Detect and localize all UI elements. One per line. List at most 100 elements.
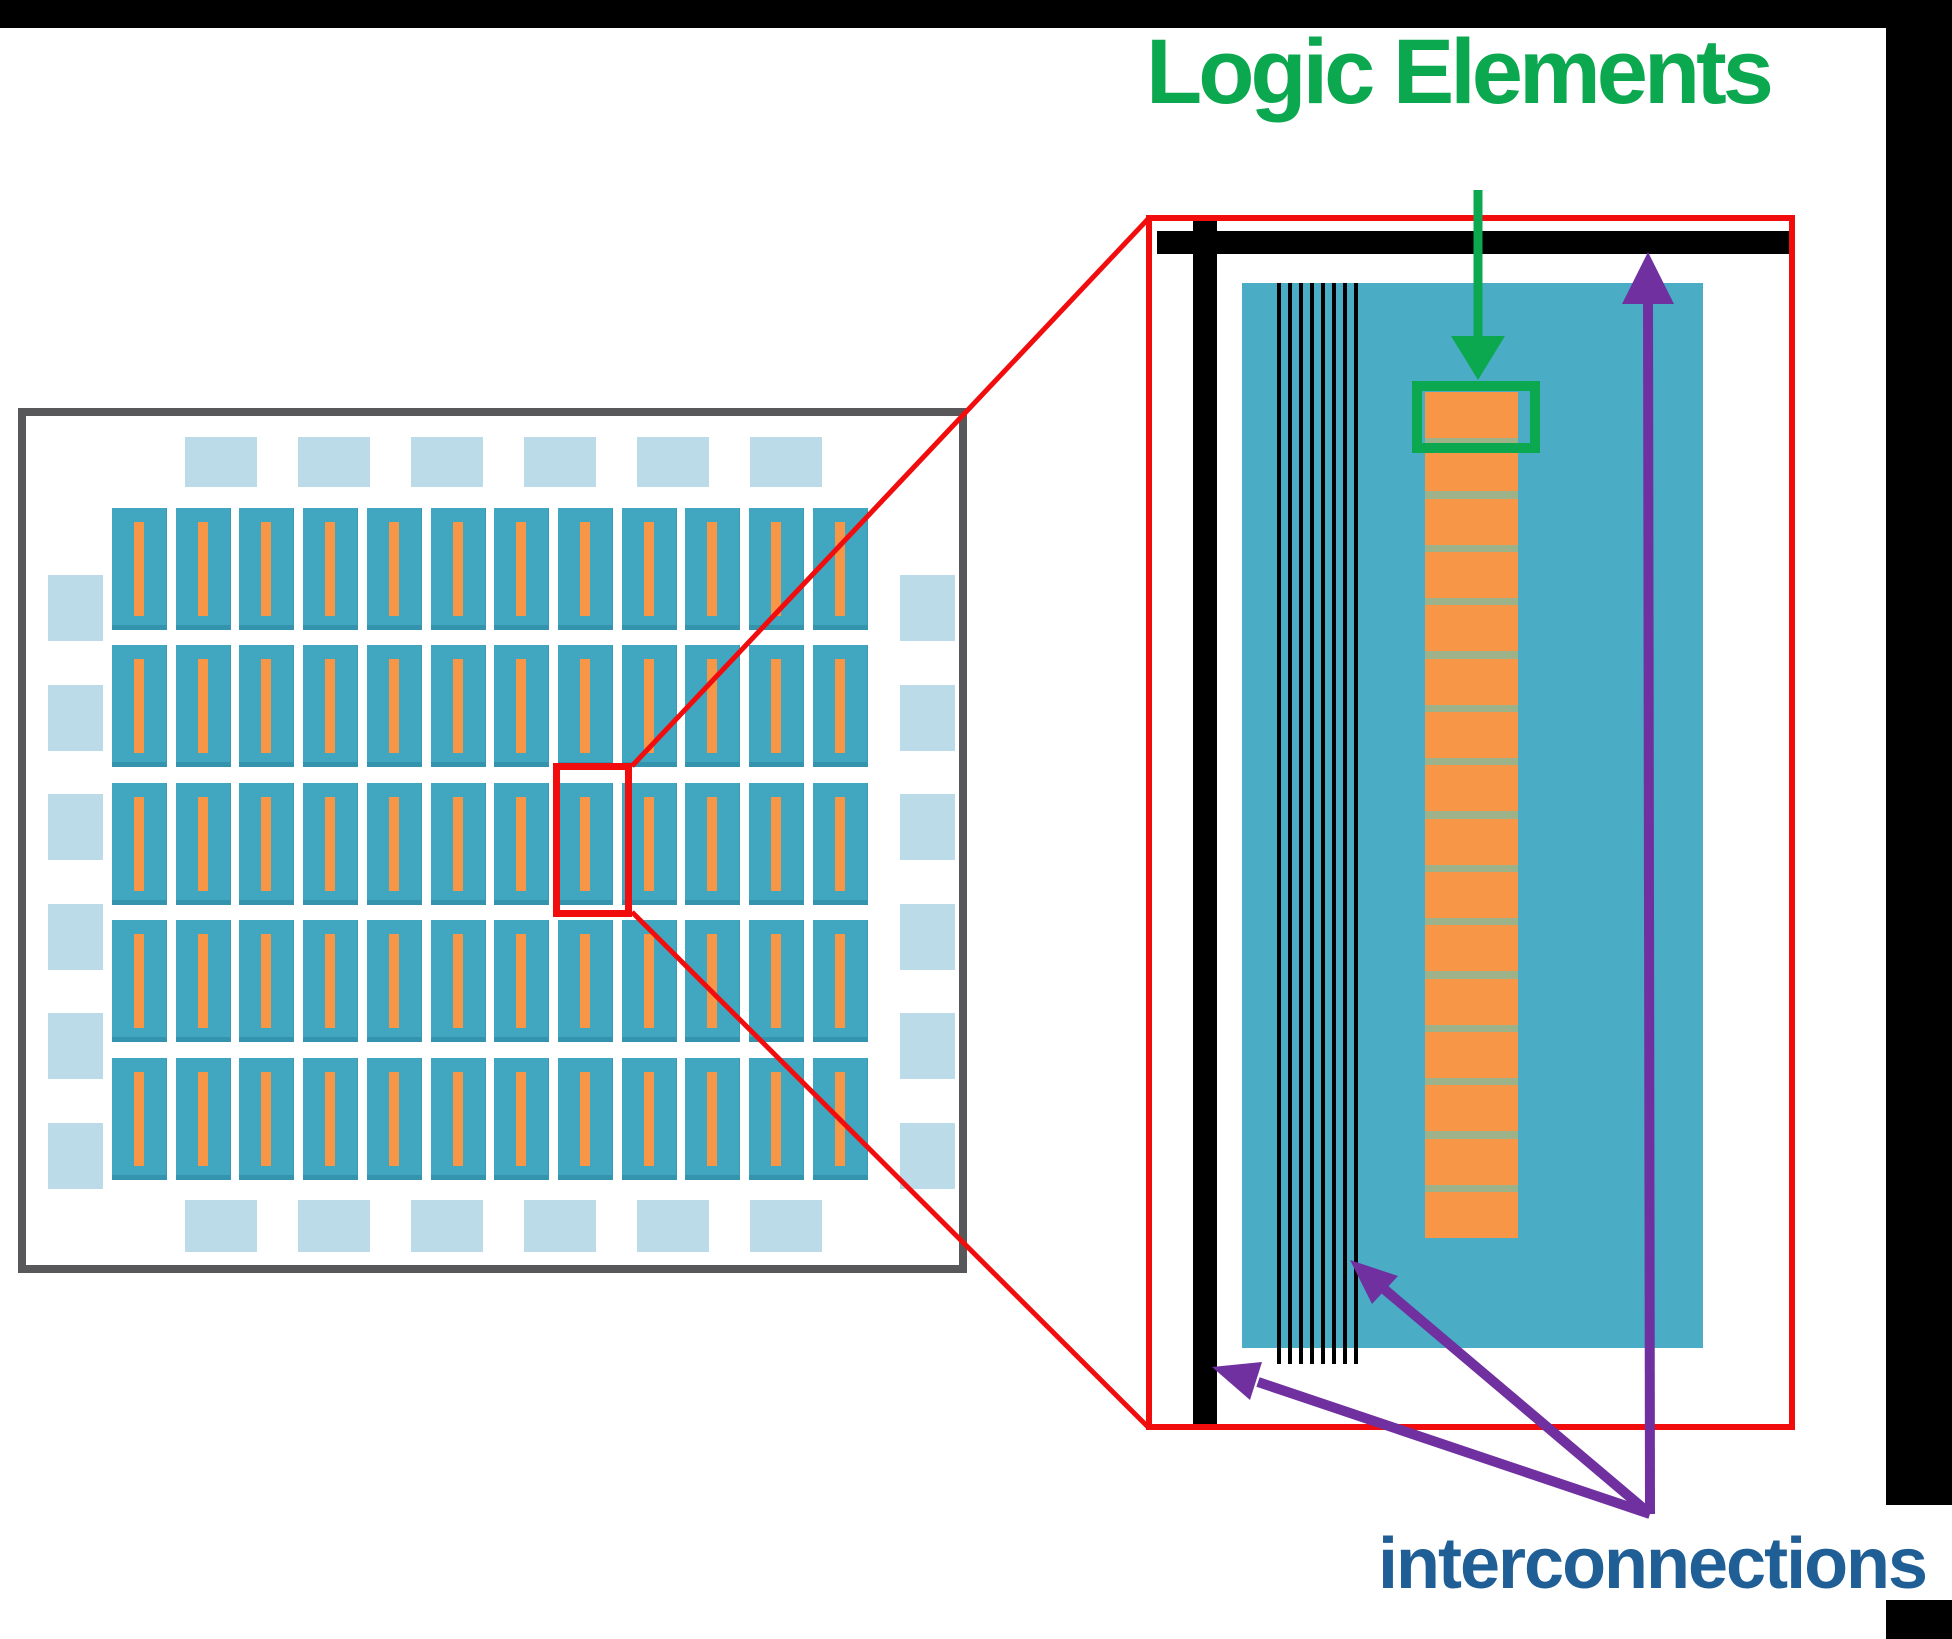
logic-block — [367, 1058, 422, 1180]
logic-block — [239, 508, 294, 630]
io-pad-top — [185, 437, 257, 487]
logic-block — [239, 920, 294, 1042]
logic-block — [112, 1058, 167, 1180]
logic-block-stripe — [835, 934, 845, 1028]
logic-block-stripe — [835, 797, 845, 891]
logic-block — [176, 920, 231, 1042]
logic-block — [494, 1058, 549, 1180]
logic-block-stripe — [771, 934, 781, 1028]
logic-block-stripe — [261, 797, 271, 891]
logic-element-cell — [1425, 498, 1518, 545]
bottom-right-black-square — [1886, 1600, 1952, 1639]
logic-element-cell — [1425, 711, 1518, 758]
logic-element-highlight-box — [1412, 381, 1540, 453]
logic-block-stripe — [325, 797, 335, 891]
io-pad-left — [48, 904, 103, 970]
io-pad-top — [524, 437, 596, 487]
right-black-bar — [1886, 0, 1952, 1505]
logic-block — [112, 783, 167, 905]
io-pad-left — [48, 1123, 103, 1189]
logic-element-cell — [1425, 978, 1518, 1025]
logic-block — [303, 645, 358, 767]
logic-block — [367, 645, 422, 767]
logic-block — [303, 1058, 358, 1180]
io-pad-left — [48, 575, 103, 641]
logic-elements-label: Logic Elements — [1146, 21, 1774, 123]
logic-element-cell — [1425, 1191, 1518, 1238]
logic-element-cell — [1425, 1085, 1518, 1132]
io-pad-bottom — [185, 1200, 257, 1252]
io-pad-bottom — [298, 1200, 370, 1252]
logic-block-stripe — [389, 934, 399, 1028]
logic-block-stripe — [516, 1072, 526, 1166]
logic-block-stripe — [835, 659, 845, 753]
logic-block — [622, 1058, 677, 1180]
logic-block — [685, 645, 740, 767]
logic-block-stripe — [325, 522, 335, 616]
logic-block-stripe — [771, 1072, 781, 1166]
logic-block — [431, 645, 486, 767]
logic-block — [558, 783, 613, 905]
logic-block — [749, 645, 804, 767]
logic-block — [558, 920, 613, 1042]
logic-block — [813, 783, 868, 905]
io-pad-bottom — [637, 1200, 709, 1252]
io-pad-right — [900, 575, 955, 641]
interconnect-wire — [1310, 283, 1314, 1364]
logic-block-stripe — [516, 934, 526, 1028]
logic-block-stripe — [516, 797, 526, 891]
logic-block — [685, 920, 740, 1042]
interconnect-wire — [1277, 283, 1281, 1364]
logic-block-stripe — [707, 797, 717, 891]
logic-block — [303, 508, 358, 630]
logic-block — [367, 783, 422, 905]
interconnect-wire — [1354, 283, 1358, 1364]
io-pad-right — [900, 1123, 955, 1189]
io-pad-left — [48, 1013, 103, 1079]
logic-block-stripe — [453, 522, 463, 616]
logic-block — [685, 783, 740, 905]
interconnections-label: interconnections — [1378, 1524, 1928, 1604]
logic-block-stripe — [707, 1072, 717, 1166]
logic-block-stripe — [134, 659, 144, 753]
interconnect-wire — [1343, 283, 1347, 1364]
io-pad-top — [411, 437, 483, 487]
logic-block — [813, 920, 868, 1042]
logic-block-stripe — [580, 522, 590, 616]
logic-block — [558, 1058, 613, 1180]
logic-block — [176, 508, 231, 630]
logic-block — [176, 783, 231, 905]
io-pad-bottom — [750, 1200, 822, 1252]
logic-block — [685, 508, 740, 630]
logic-element-column — [1425, 392, 1518, 1238]
logic-block — [431, 920, 486, 1042]
interconnect-wire — [1288, 283, 1292, 1364]
column-interconnect-bar — [1193, 221, 1217, 1424]
interconnect-wire — [1332, 283, 1336, 1364]
logic-element-cell — [1425, 925, 1518, 972]
logic-block-stripe — [516, 659, 526, 753]
interconnect-wire — [1321, 283, 1325, 1364]
logic-block-stripe — [261, 934, 271, 1028]
logic-block — [749, 1058, 804, 1180]
logic-block-stripe — [453, 934, 463, 1028]
logic-block-stripe — [325, 934, 335, 1028]
logic-block — [622, 645, 677, 767]
logic-block — [176, 1058, 231, 1180]
logic-block-stripe — [580, 797, 590, 891]
io-pad-right — [900, 685, 955, 751]
logic-block-stripe — [580, 1072, 590, 1166]
logic-block-stripe — [198, 522, 208, 616]
logic-block — [494, 920, 549, 1042]
io-pad-right — [900, 1013, 955, 1079]
logic-block-stripe — [453, 797, 463, 891]
logic-block — [303, 920, 358, 1042]
logic-block-stripe — [198, 934, 208, 1028]
io-pad-top — [298, 437, 370, 487]
logic-element-cell — [1425, 658, 1518, 705]
logic-block — [112, 920, 167, 1042]
logic-block — [494, 783, 549, 905]
logic-block — [749, 508, 804, 630]
logic-block — [303, 783, 358, 905]
logic-element-cell — [1425, 871, 1518, 918]
